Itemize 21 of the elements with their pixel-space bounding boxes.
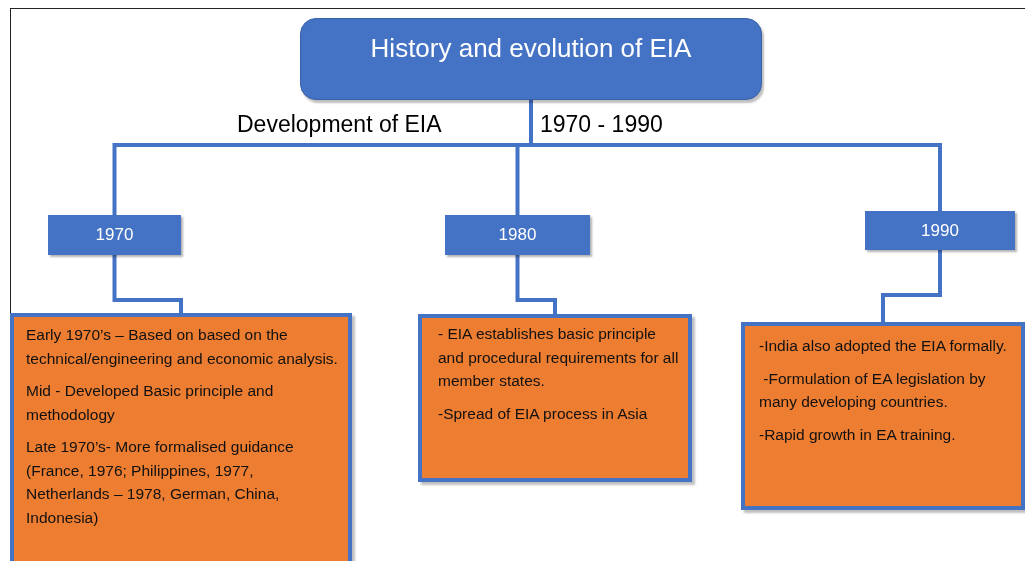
description-text: Mid - Developed Basic principle and methodology	[26, 381, 275, 425]
description-text: -Spread of EIA process in Asia	[438, 403, 649, 424]
year-box: 1980	[445, 215, 590, 255]
heading-text: Development of EIA	[237, 111, 442, 138]
connector-line	[529, 100, 942, 211]
info-box	[418, 314, 692, 482]
description-text: - EIA establishes basic principle and procedural requirements for all member states.	[438, 324, 680, 391]
description-text: -Rapid growth in EA training.	[759, 424, 957, 445]
description-text: -India also adopted the EIA formally.	[759, 336, 1008, 356]
description-text: Late 1970’s- More formalised guidance (France, 1976; Philippines, 1977, Netherlands – 1978, German, China, Indonesia)	[26, 437, 295, 528]
description-text: -Formulation of EA legislation by many developing countries.	[759, 368, 987, 412]
connector-line	[515, 255, 557, 314]
year-box: 1990	[865, 211, 1015, 250]
year-box: 1970	[48, 215, 181, 255]
title-box: History and evolution of EIA	[300, 18, 762, 100]
connector-line	[112, 255, 183, 313]
info-box	[10, 313, 352, 561]
connector-line	[881, 250, 942, 322]
info-box	[741, 322, 1025, 510]
heading-text: 1970 - 1990	[540, 111, 663, 138]
description-text: Early 1970’s – Based on based on the technical/engineering and economic analysis.	[26, 325, 339, 369]
